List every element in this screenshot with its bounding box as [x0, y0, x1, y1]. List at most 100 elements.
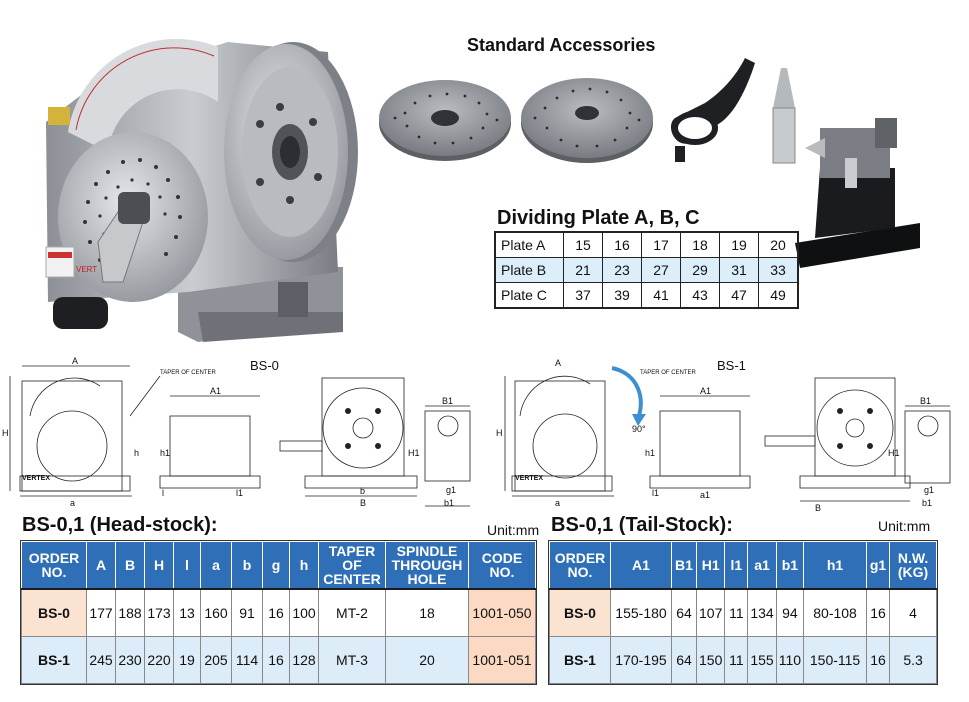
plate-value: 20 [758, 231, 799, 258]
dim-B1-bs0: B1 [442, 396, 453, 406]
cell: 94 [775, 588, 805, 637]
cell: 64 [671, 636, 697, 684]
bs1-drawing-label: BS-1 [717, 358, 746, 373]
col-header: A1 [610, 541, 672, 590]
cell: 4 [889, 588, 938, 637]
cell: 19 [173, 636, 201, 684]
plate-value: 21 [563, 257, 603, 283]
plate-value: 31 [719, 257, 759, 283]
accessories-photos [379, 58, 920, 268]
plate-row: Plate C 37 39 41 43 47 49 [494, 282, 799, 309]
cell: 205 [200, 636, 232, 684]
cell: 16 [262, 588, 290, 637]
cell: 107 [695, 588, 726, 637]
dim-H1-bs0: H1 [408, 448, 420, 458]
bs0-drawing-label: BS-0 [250, 358, 279, 373]
plate-label: Plate B [494, 257, 564, 283]
cell: 20 [385, 636, 469, 684]
cell: 13 [173, 588, 201, 637]
dim-l1-bs1: l1 [652, 488, 659, 498]
plate-value: 16 [602, 231, 642, 258]
dim-a1-bs1: a1 [700, 490, 710, 500]
plate-label: Plate A [494, 231, 564, 258]
col-header: h [289, 541, 319, 590]
plate-row: Plate A 15 16 17 18 19 20 [494, 231, 799, 258]
col-header: B [115, 541, 145, 590]
dim-b1-bs1: b1 [922, 498, 932, 508]
cell: 16 [866, 636, 891, 684]
cell: 5.3 [889, 636, 938, 684]
cell: 150 [695, 636, 726, 684]
col-header: b [231, 541, 263, 590]
dim-A1-bs1: A1 [700, 386, 711, 396]
plate-value: 23 [602, 257, 642, 283]
tail-stock-table-wrap: ORDER NO. A1 B1 H1 l1 a1 b1 h1 g1 N.W. (… [548, 540, 939, 685]
plate-value: 19 [719, 231, 759, 258]
plate-value: 18 [680, 231, 720, 258]
dim-B-bs1: B [815, 503, 821, 513]
dividing-plate-2-photo [521, 78, 653, 163]
taper-note-bs1: TAPER OF CENTER [640, 370, 697, 376]
dim-H1-bs1: H1 [888, 448, 900, 458]
tailstock-photo [795, 118, 920, 268]
plate-value: 27 [641, 257, 681, 283]
plate-value: 37 [563, 282, 603, 309]
cell: 160 [200, 588, 232, 637]
lathe-dog-photo [670, 58, 755, 162]
cell: 170-195 [610, 636, 672, 684]
cell: 128 [289, 636, 319, 684]
dim-g1-bs1: g1 [924, 485, 934, 495]
cell: 80-108 [803, 588, 868, 637]
tail-stock-title: BS-0,1 (Tail-Stock): [551, 514, 733, 536]
dividing-head-photo: VERT [45, 38, 358, 342]
cell: 114 [231, 636, 263, 684]
dim-B1-bs1: B1 [920, 396, 931, 406]
dim-A-bs1: A [555, 358, 561, 368]
dividing-plate-title: Dividing Plate A, B, C [497, 207, 700, 229]
col-header: g1 [866, 541, 891, 590]
dim-l1-bs0: l1 [236, 488, 243, 498]
plate-value: 39 [602, 282, 642, 309]
accessories-title: Standard Accessories [467, 35, 656, 55]
col-header: l [173, 541, 201, 590]
col-header: H1 [695, 541, 726, 590]
brand-text-bs0: VERTEX [22, 475, 50, 482]
table-row: BS-1 245 230 220 19 205 114 16 128 MT-3 … [21, 636, 536, 684]
cell: 155-180 [610, 588, 672, 637]
code-no: 1001-051 [468, 636, 536, 684]
plate-value: 29 [680, 257, 720, 283]
col-header: g [262, 541, 290, 590]
col-header: N.W. (KG) [889, 541, 938, 590]
plate-value: 41 [641, 282, 681, 309]
dividing-plate-1-photo [379, 80, 511, 161]
cell: MT-3 [318, 636, 386, 684]
dim-g1-bs0: g1 [446, 485, 456, 495]
table-row: BS-0 177 188 173 13 160 91 16 100 MT-2 1… [21, 588, 536, 637]
plate-value: 15 [563, 231, 603, 258]
head-stock-unit: Unit:mm [487, 522, 540, 538]
col-header: a1 [747, 541, 777, 590]
order-no: BS-1 [21, 636, 87, 684]
plate-value: 47 [719, 282, 759, 309]
cell: 11 [724, 636, 749, 684]
table-row: BS-1 170-195 64 150 11 155 110 150-115 1… [549, 636, 938, 684]
plate-value: 43 [680, 282, 720, 309]
dim-A-bs0: A [72, 356, 78, 366]
angle-note: 90° [632, 424, 646, 434]
cell: 64 [671, 588, 697, 637]
cell: 134 [747, 588, 777, 637]
plate-row: Plate B 21 23 27 29 31 33 [494, 257, 799, 283]
head-stock-title: BS-0,1 (Head-stock): [22, 514, 218, 536]
order-no: BS-1 [549, 636, 611, 684]
cell: 11 [724, 588, 749, 637]
col-header: H [144, 541, 174, 590]
col-header: a [200, 541, 232, 590]
tail-stock-table: ORDER NO. A1 B1 H1 l1 a1 b1 h1 g1 N.W. (… [549, 541, 938, 684]
col-header: SPINDLE THROUGH HOLE [385, 541, 469, 590]
col-header: ORDER NO. [21, 541, 87, 590]
cell: 245 [86, 636, 116, 684]
photo-brand-text: VERT [76, 265, 97, 274]
plate-value: 33 [758, 257, 799, 283]
cell: 16 [262, 636, 290, 684]
dim-h1-bs0: h1 [160, 448, 170, 458]
